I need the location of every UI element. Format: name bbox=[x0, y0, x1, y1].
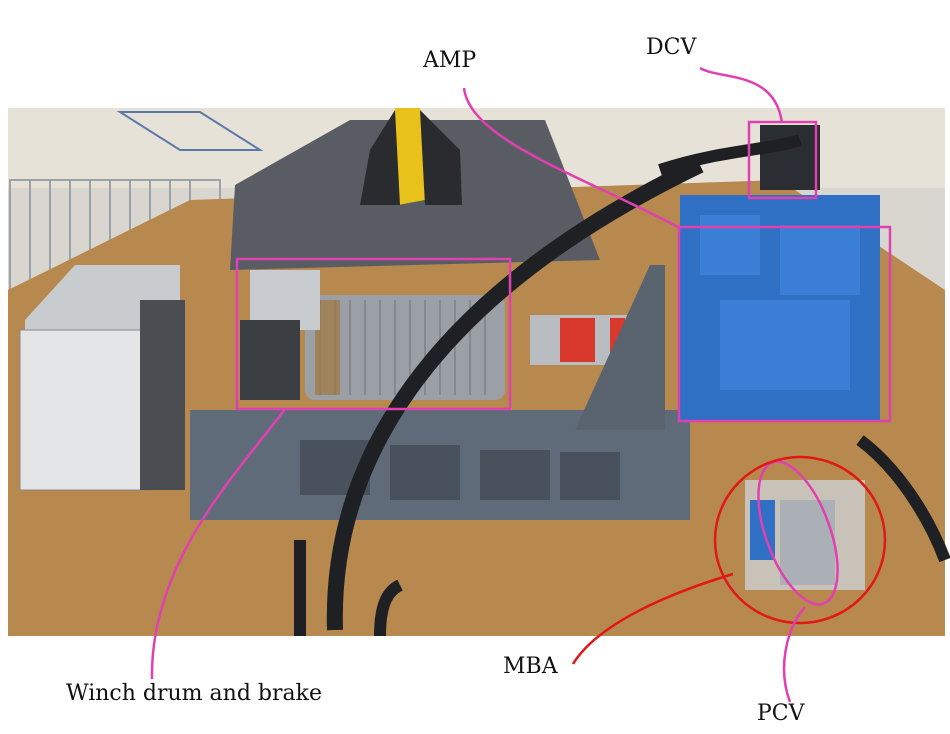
winch-highlight-box bbox=[235, 257, 512, 411]
dcv-leader-line bbox=[699, 66, 784, 124]
amp-leader-line bbox=[462, 87, 681, 230]
amp-highlight-box bbox=[677, 225, 892, 423]
dcv-label: DCV bbox=[646, 35, 697, 60]
mba-leader-line bbox=[571, 572, 734, 665]
pcv-leader-line bbox=[782, 606, 806, 703]
winch-leader-line bbox=[150, 408, 287, 680]
winch-drum-and-brake-label: Winch drum and brake bbox=[66, 681, 322, 706]
pcv-label: PCV bbox=[757, 701, 805, 726]
mba-highlight-circle bbox=[713, 455, 887, 625]
amp-label: AMP bbox=[423, 48, 477, 73]
photo bbox=[8, 108, 950, 637]
mba-label: MBA bbox=[503, 654, 558, 679]
